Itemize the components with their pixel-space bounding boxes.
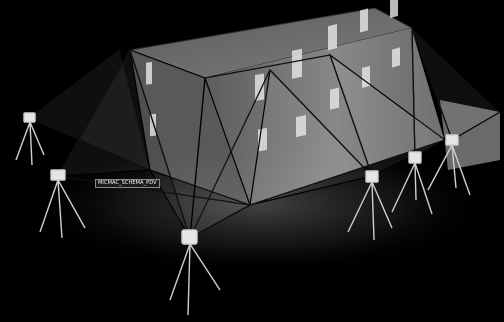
caption-label: MICMAC_SCHEMA_PDV	[95, 179, 160, 188]
